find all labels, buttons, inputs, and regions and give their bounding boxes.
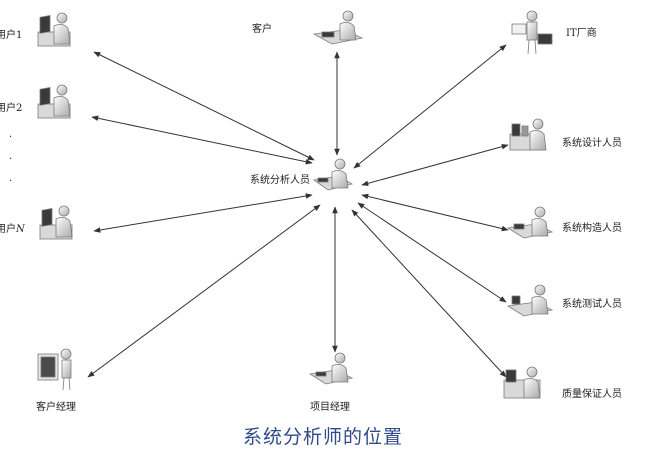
arrow-analyst-tester	[357, 202, 507, 303]
arrow-analyst-designer	[361, 143, 509, 187]
label-designer: 系统设计人员	[562, 136, 622, 149]
label-userN-prefix: 用户	[0, 222, 16, 235]
ellipsis-dot: ·	[9, 176, 12, 187]
user-at-desk-icon	[37, 12, 71, 47]
customer-desk-icon	[312, 10, 364, 45]
qa-desk-icon	[503, 366, 541, 399]
connector-arrows	[87, 44, 509, 378]
arrow-analyst-user1	[93, 51, 315, 161]
arrow-analyst-user2	[91, 115, 313, 165]
arrow-analyst-qa	[351, 209, 507, 378]
user-at-desk-icon	[37, 84, 71, 119]
label-account-manager: 客户经理	[36, 400, 76, 413]
designer-desk-icon	[509, 118, 547, 151]
arrow-analyst-userN	[93, 193, 313, 233]
analyst-desk-icon	[312, 158, 354, 191]
label-user1: 用户1	[0, 28, 22, 41]
label-user2: 用户2	[0, 101, 22, 114]
arrow-analyst-it-vendor	[353, 44, 507, 169]
presenter-board-icon	[37, 348, 72, 391]
vendor-handing-box-icon	[511, 10, 553, 55]
label-it-vendor: IT厂商	[566, 26, 597, 39]
arrow-analyst-account-manager	[87, 204, 321, 378]
figure-caption: 系统分析师的位置	[242, 426, 403, 448]
label-tester: 系统测试人员	[562, 297, 622, 310]
arrow-analyst-builder	[361, 193, 509, 232]
label-analyst: 系统分析人员	[250, 173, 310, 186]
label-userN: 用户N	[0, 222, 26, 235]
label-qa: 质量保证人员	[562, 387, 622, 400]
ellipsis-dot: ·	[9, 132, 12, 143]
label-builder: 系统构造人员	[562, 221, 622, 234]
builder-desk-icon	[506, 206, 554, 239]
ellipsis-dot: ·	[9, 154, 12, 165]
tester-desk-icon	[506, 284, 554, 317]
manager-desk-icon	[308, 352, 354, 385]
label-customer: 客户	[252, 22, 272, 35]
label-userN-var: N	[15, 224, 26, 235]
label-project-manager: 项目经理	[310, 400, 350, 413]
user-at-desk-icon	[39, 205, 73, 240]
